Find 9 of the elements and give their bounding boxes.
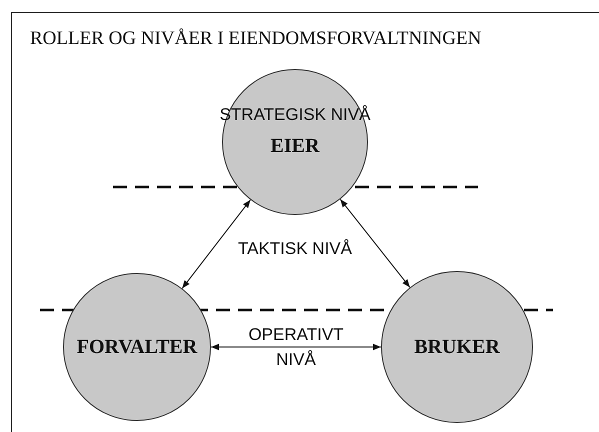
double-arrow [210, 344, 382, 350]
double-arrow [340, 198, 410, 288]
double-arrow [182, 199, 251, 289]
level-label: TAKTISK NIVÅ [238, 239, 352, 259]
diagram-title: ROLLER OG NIVÅER I EIENDOMSFORVALTNINGEN [30, 28, 482, 50]
role-name: EIER [270, 134, 320, 158]
role-name: BRUKER [414, 336, 500, 358]
edge-label: OPERATIVT NIVÅ [247, 324, 345, 371]
role-name: FORVALTER [76, 336, 198, 358]
